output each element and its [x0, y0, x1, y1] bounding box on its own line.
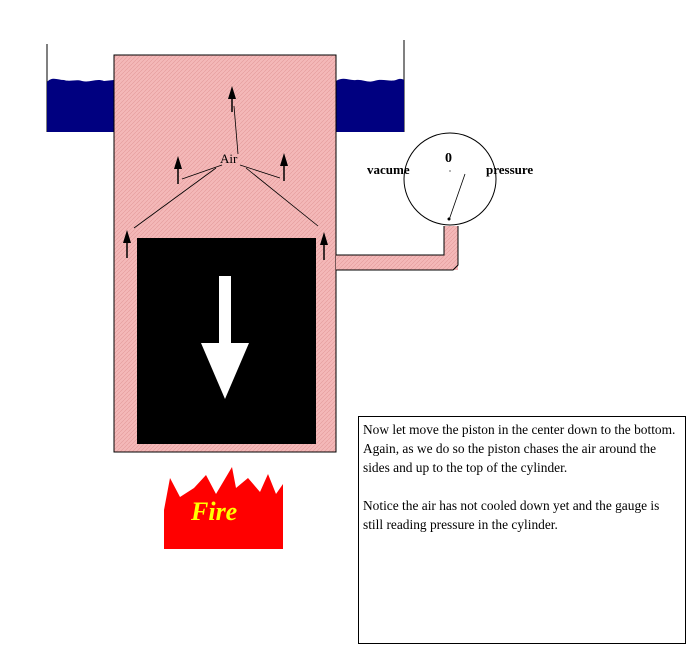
air-lines — [133, 105, 319, 229]
pressure-gauge — [403, 132, 497, 226]
up-arrow-icon — [123, 230, 131, 258]
up-arrow-icon — [228, 86, 236, 112]
up-arrow-icons — [123, 86, 328, 260]
caption-box: Now let move the piston in the center do… — [358, 416, 686, 644]
caption-paragraph-2: Notice the air has not cooled down yet a… — [363, 498, 660, 532]
water-tank — [46, 40, 405, 132]
down-arrow-icon — [201, 276, 249, 399]
gauge-zero-label: 0 — [445, 151, 452, 166]
pressure-label: pressure — [486, 162, 533, 177]
up-arrow-icon — [174, 156, 182, 184]
gauge-needle — [448, 173, 466, 221]
caption-paragraph-1: Now let move the piston in the center do… — [363, 422, 676, 475]
water-left — [47, 78, 114, 132]
air-label: Air — [220, 151, 238, 166]
vacuum-label: vacume — [367, 162, 410, 177]
fire-shape — [164, 467, 283, 549]
up-arrow-icon — [280, 153, 288, 181]
fire-label: Fire — [190, 497, 237, 526]
up-arrow-icon — [320, 232, 328, 260]
water-right — [336, 78, 404, 132]
gauge-tube — [336, 226, 458, 270]
